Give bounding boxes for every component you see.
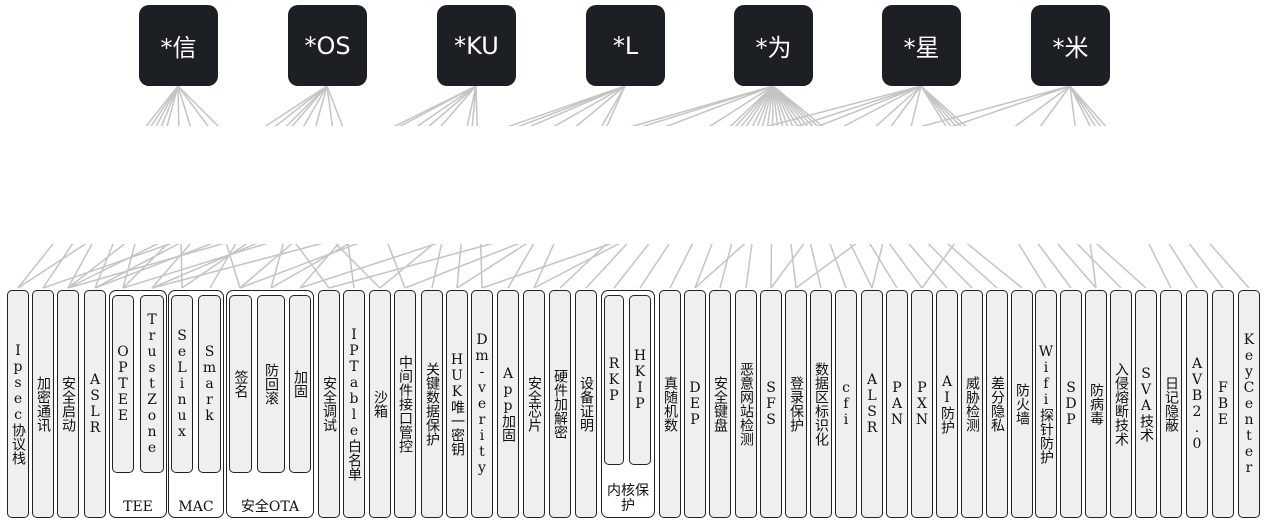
feature-ip-table: IPTable白名单 <box>343 290 365 518</box>
feature-antivirus: 防病毒 <box>1085 290 1107 518</box>
feature-key-data: 关键数据保护 <box>421 290 443 518</box>
feature-fbe: FBE <box>1212 290 1234 518</box>
feature-ipsec: Ipsec协议栈 <box>7 290 29 518</box>
feature-hkip: HKIP <box>629 295 651 465</box>
feature-middleware: 中间件接口管控 <box>394 290 416 518</box>
vendor-box: *为 <box>734 5 813 86</box>
feature-alsr: ALSR <box>861 290 883 518</box>
feature-cfi: cfi <box>835 290 857 518</box>
feature-aslr: ASLR <box>84 290 106 518</box>
feature-selinux: SeLinux <box>171 295 193 473</box>
feature-huk: HUK唯一密钥 <box>446 290 468 518</box>
feature-sandbox: 沙箱 <box>369 290 391 518</box>
vendor-box: *OS <box>288 5 367 86</box>
feature-wifi-probe: Wifi探针防护 <box>1035 290 1057 518</box>
feature-threat-detect: 威胁检测 <box>961 290 983 518</box>
feature-device-cert: 设备证明 <box>575 290 597 518</box>
feature-sign: 签名 <box>229 295 252 473</box>
feature-anti-rollback: 防回滚 <box>257 295 285 473</box>
feature-trng: 真随机数 <box>659 290 681 518</box>
vendor-box: *米 <box>1031 5 1110 86</box>
feature-dm-verity: Dm-verity <box>471 290 493 518</box>
feature-optee: OPTEE <box>112 295 134 473</box>
feature-sdp: SDP <box>1060 290 1082 518</box>
feature-intrusion: 入侵熔断技术 <box>1110 290 1132 518</box>
feature-malicious-url: 恶意网站检测 <box>735 290 757 518</box>
feature-ai-protect: AI防护 <box>936 290 958 518</box>
vendor-box: *信 <box>139 5 218 86</box>
feature-secure-debug: 安全调试 <box>318 290 340 518</box>
feature-crypto-comm: 加密通讯 <box>32 290 54 518</box>
vendor-box: *KU <box>437 5 516 86</box>
feature-encrypt: 加固 <box>289 295 311 473</box>
feature-data-label: 数据区标识化 <box>810 290 832 518</box>
group-label-kernel: 内核保护 <box>607 483 649 514</box>
feature-rkp: RKP <box>604 295 624 465</box>
group-label-ota: 安全OTA <box>240 499 300 515</box>
vendor-box: *L <box>586 5 665 86</box>
feature-smack: Smark <box>198 295 221 473</box>
feature-app-harden: App加固 <box>497 290 519 518</box>
feature-firewall: 防火墙 <box>1011 290 1033 518</box>
vendor-box: *星 <box>882 5 961 86</box>
feature-secure-keyboard: 安全键盘 <box>709 290 731 518</box>
feature-pan: PAN <box>886 290 908 518</box>
feature-pxn: PXN <box>911 290 933 518</box>
feature-trustzone: TrustZone <box>140 295 164 473</box>
feature-login-protect: 登录保护 <box>785 290 807 518</box>
feature-avb: AVB2.0 <box>1186 290 1208 518</box>
feature-secure-chip: 安全芯片 <box>523 290 545 518</box>
feature-keycenter: KeyCenter <box>1238 290 1260 518</box>
feature-diff-privacy: 差分隐私 <box>986 290 1008 518</box>
feature-sva: SVA技术 <box>1135 290 1157 518</box>
group-label-tee: TEE <box>123 499 153 515</box>
feature-sfs: SFS <box>760 290 782 518</box>
feature-dep: DEP <box>684 290 706 518</box>
feature-log-hide: 日记隐蔽 <box>1160 290 1182 518</box>
feature-secure-boot: 安全启动 <box>57 290 79 518</box>
feature-hw-crypto: 硬件加解密 <box>549 290 571 518</box>
group-label-mac: MAC <box>178 499 214 515</box>
fade-gap <box>0 126 1269 244</box>
